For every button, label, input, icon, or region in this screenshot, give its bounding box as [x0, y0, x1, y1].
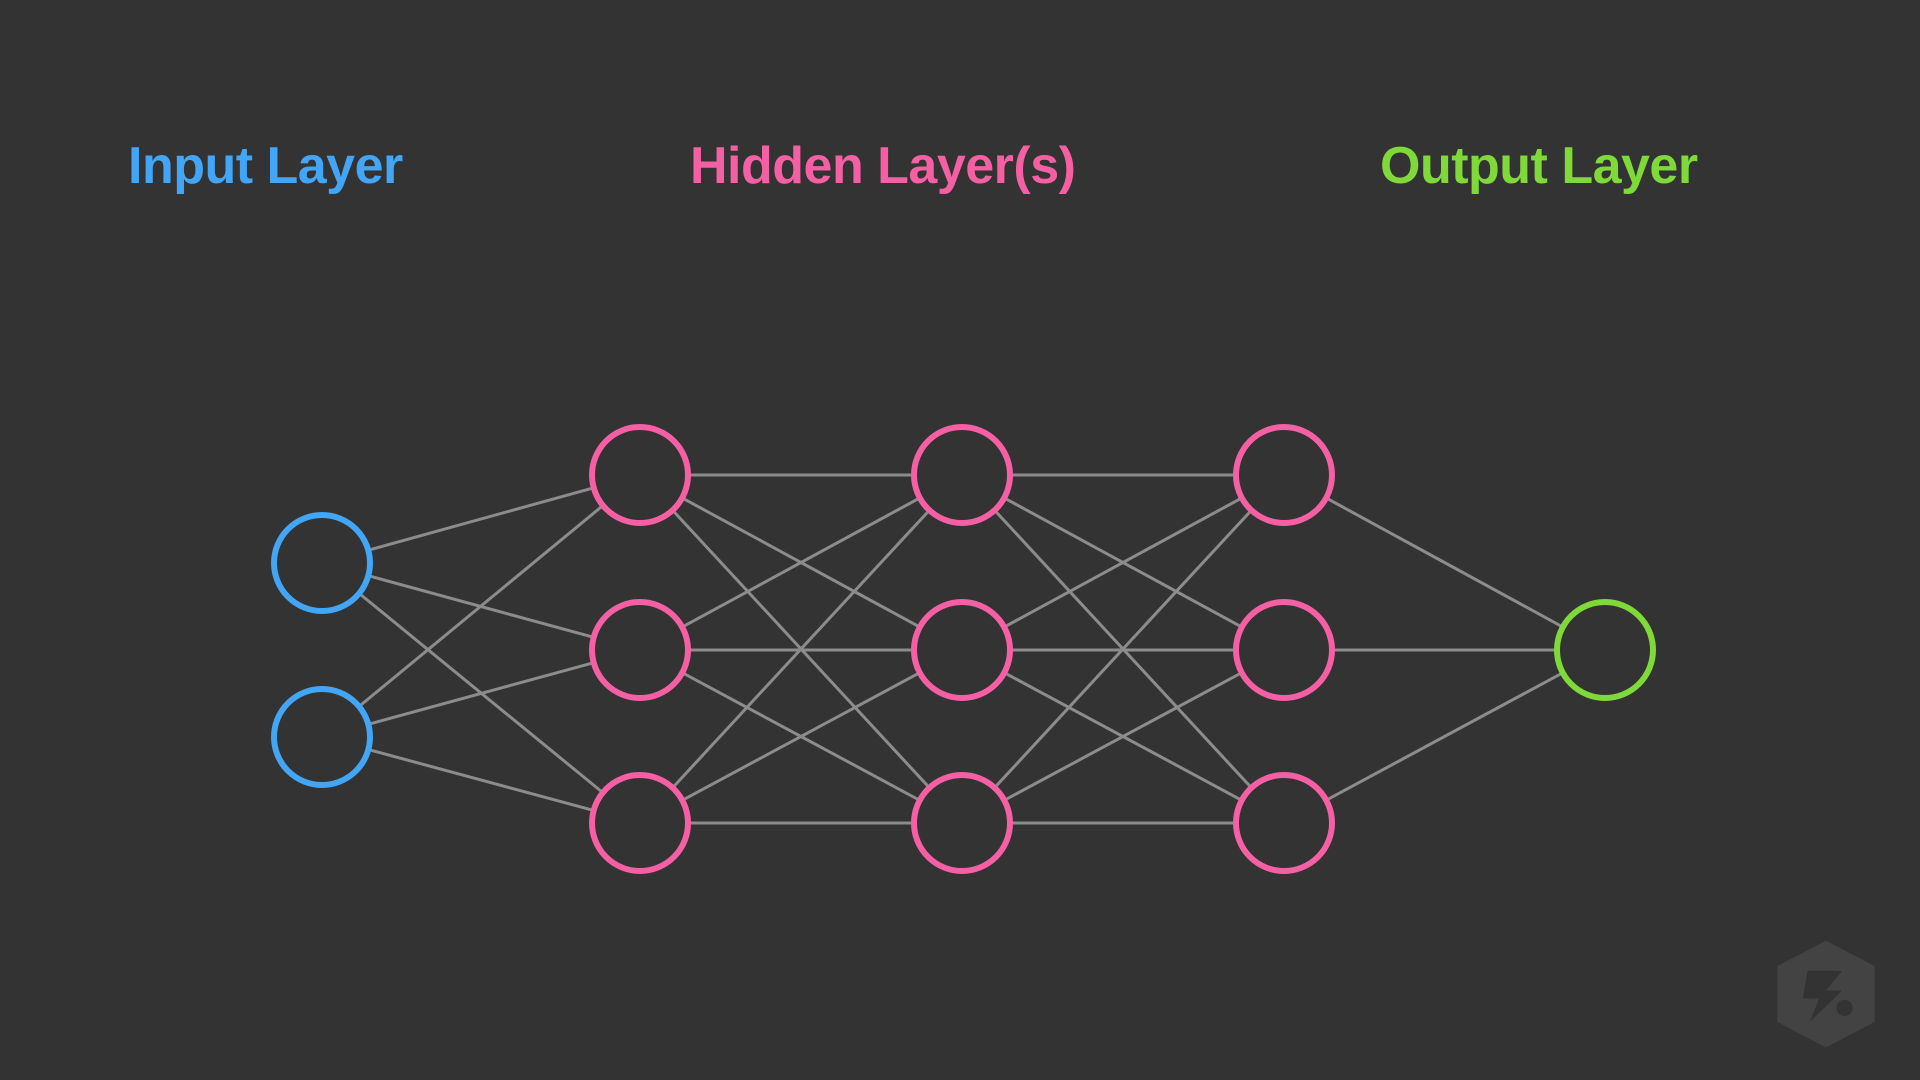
neuron-node-hidden-3-2[interactable] [1233, 599, 1335, 701]
neuron-node-hidden-1-3[interactable] [589, 772, 691, 874]
neuron-node-input-1[interactable] [271, 512, 373, 614]
neuron-nodes-group [271, 424, 1656, 874]
neuron-node-output-1[interactable] [1554, 599, 1656, 701]
input-layer-label: Input Layer [128, 137, 403, 195]
connection-edge [366, 486, 596, 552]
output-layer-label: Output Layer [1380, 137, 1698, 195]
neuron-node-hidden-2-2[interactable] [911, 599, 1013, 701]
neuron-node-hidden-1-1[interactable] [589, 424, 691, 526]
connection-edge [1324, 671, 1565, 802]
connection-edge [1002, 671, 1244, 802]
connection-edge [680, 496, 922, 629]
connection-edges-group [357, 473, 1565, 825]
connection-edge [366, 661, 596, 726]
connection-edge [357, 504, 605, 708]
connection-edge [680, 671, 922, 802]
connection-edge [1324, 496, 1565, 629]
neuron-node-hidden-3-1[interactable] [1233, 424, 1335, 526]
neuron-node-hidden-1-2[interactable] [589, 599, 691, 701]
hidden-layer-label: Hidden Layer(s) [690, 137, 1076, 195]
neuron-node-hidden-2-3[interactable] [911, 772, 1013, 874]
neuron-node-hidden-2-1[interactable] [911, 424, 1013, 526]
connection-edge [671, 508, 931, 790]
connection-edge [993, 508, 1253, 790]
connection-edge [1002, 496, 1244, 629]
connection-edge [366, 748, 596, 812]
neuron-node-hidden-3-3[interactable] [1233, 772, 1335, 874]
neuron-node-input-2[interactable] [271, 686, 373, 788]
